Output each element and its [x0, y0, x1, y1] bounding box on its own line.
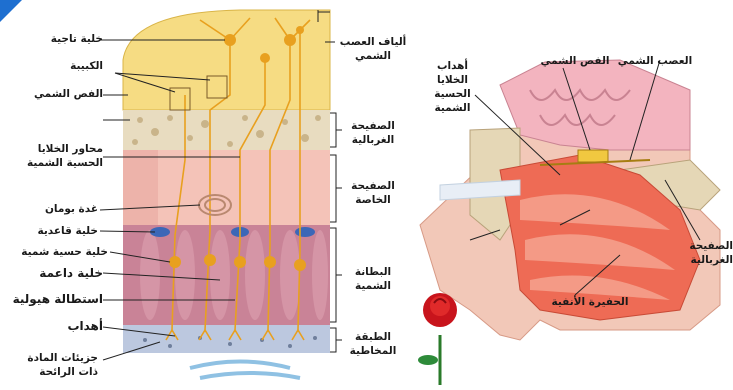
label-r-cilia-4: الشمية	[425, 102, 480, 115]
label-cribriform-2: الغربالية	[338, 134, 408, 147]
label-cribriform-1: الصفيحة	[338, 120, 408, 133]
label-r-cribriform-1: الصفيحة	[689, 240, 733, 253]
label-odor-1: جزيئات المادة	[27, 352, 98, 365]
label-nerve-fibers-1: ألياف العصب	[338, 36, 408, 49]
rose-icon	[418, 293, 457, 385]
label-cilia-extension: استطالة هيولية	[13, 293, 103, 306]
label-r-cribriform-2: الغربالية	[691, 254, 733, 267]
label-odor-2: ذات الرائحة	[39, 366, 98, 379]
label-r-cilia-2: الخلايا	[425, 74, 480, 87]
brain	[500, 60, 690, 150]
label-epithelium-1: البطانة	[338, 266, 408, 279]
label-mitral-cell: خلية تاجية	[51, 33, 103, 46]
label-nerve-fibers-2: الشمي	[338, 50, 408, 63]
label-r-olfactory-nerve: العصب الشمي	[615, 55, 695, 68]
label-r-olfactory-bulb: الفص الشمي	[540, 55, 610, 68]
label-axons-2: الحسية الشمية	[27, 157, 103, 170]
label-mucus-2: المخاطية	[338, 345, 408, 358]
label-r-cilia-3: الحسية	[425, 88, 480, 101]
label-supporting-cell: خلية داعمة	[39, 267, 103, 280]
label-r-nasal-cavity: الحفيرة الأنفية	[545, 296, 635, 309]
label-bowman-gland: غدة بومان	[45, 203, 98, 216]
label-glomerulus: الكبيبة	[70, 60, 103, 73]
label-epithelium-2: الشمية	[338, 280, 408, 293]
label-olfactory-bulb: الفص الشمي	[34, 88, 103, 101]
mucus-layer	[123, 325, 330, 353]
label-lamina-1: الصفيحة	[338, 180, 408, 193]
label-lamina-2: الخاصة	[338, 194, 408, 207]
label-axons-1: محاور الخلايا	[38, 143, 103, 156]
label-mucus-1: الطبقة	[338, 331, 408, 344]
label-sensory-cell: خلية حسية شمية	[21, 246, 108, 259]
label-basal-cell: خلية قاعدية	[37, 225, 98, 238]
label-cilia: أهداب	[67, 320, 103, 333]
label-r-cilia-1: أهداب	[425, 60, 480, 73]
